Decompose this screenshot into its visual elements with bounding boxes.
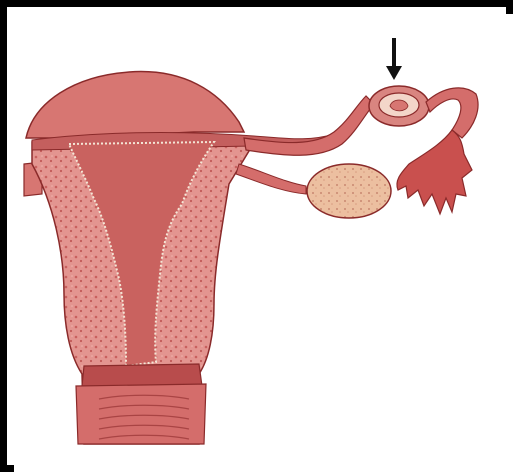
down-arrow-icon — [386, 38, 402, 80]
ovarian-ligament — [236, 164, 306, 194]
ovary — [307, 164, 391, 218]
anatomy-illustration — [14, 14, 513, 472]
fallopian-tube — [244, 96, 374, 155]
embryo — [390, 100, 408, 111]
fimbriae — [397, 130, 472, 214]
uterine-fundus — [26, 72, 244, 138]
image-canvas — [14, 14, 513, 472]
